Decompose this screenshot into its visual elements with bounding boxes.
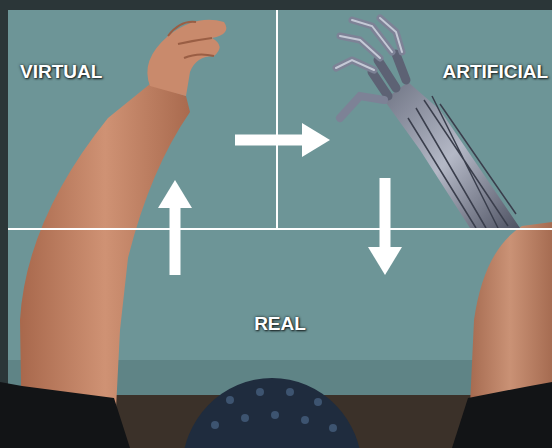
flow-arrow	[368, 178, 402, 275]
left-hand	[147, 20, 226, 96]
panel-label: VIRTUAL	[20, 62, 102, 83]
robot-thumb	[340, 96, 384, 118]
robot-highlight	[336, 18, 402, 70]
arrow-head	[302, 123, 330, 157]
panel: REAL	[8, 230, 552, 400]
robot-forearm	[384, 82, 520, 228]
finger-lines	[168, 22, 214, 58]
divider-horizontal	[8, 228, 552, 230]
flow-arrow	[158, 180, 192, 275]
arrow-head	[158, 180, 192, 208]
panel: ARTIFICIAL	[278, 10, 552, 228]
head-cap	[182, 378, 362, 448]
right-sleeve	[452, 382, 552, 448]
robot-fingers	[336, 18, 402, 70]
flow-arrow	[235, 123, 330, 157]
robot-rods	[408, 96, 516, 228]
robot-palm	[372, 54, 406, 96]
left-sleeve	[0, 382, 130, 448]
arrow-shaft	[170, 206, 181, 275]
arrow-shaft	[380, 178, 391, 249]
arrow-shaft	[235, 135, 304, 146]
panel-label: REAL	[254, 314, 306, 335]
divider-vertical	[276, 10, 278, 230]
arrow-head	[368, 247, 402, 275]
panel: VIRTUAL	[8, 10, 276, 228]
panel-label: ARTIFICIAL	[442, 62, 548, 83]
electrodes	[211, 388, 337, 432]
